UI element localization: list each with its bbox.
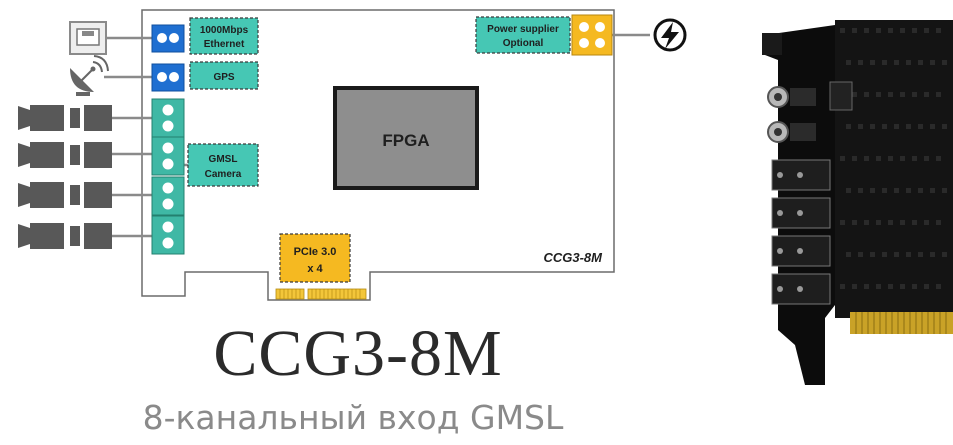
camera-icon-3 <box>18 182 112 208</box>
power-label-line1: Power supplier <box>487 24 559 35</box>
lightning-bolt-icon <box>653 18 687 52</box>
ethernet-connector <box>151 24 185 53</box>
gps-label: GPS <box>189 61 259 90</box>
gmsl-connector-3 <box>151 176 185 216</box>
gmsl-connector-1 <box>151 98 185 138</box>
product-title: CCG3-8M <box>213 317 503 390</box>
ethernet-label-line2: Ethernet <box>204 39 245 50</box>
pcie-label-line1: PCIe 3.0 <box>294 246 337 258</box>
product-subtitle: 8-канальный вход GMSL <box>142 398 564 437</box>
ethernet-label-line1: 1000Mbps <box>200 25 249 36</box>
fpga-chip: FPGA <box>333 86 479 190</box>
ethernet-label: 1000Mbps Ethernet <box>189 17 259 55</box>
ethernet-port-icon <box>69 21 107 55</box>
gmsl-connector-2 <box>151 136 185 176</box>
gps-connector <box>151 63 185 92</box>
gmsl-label-line2: Camera <box>205 169 242 180</box>
power-supplier-label: Power supplier Optional <box>475 16 571 54</box>
power-connector <box>571 14 613 56</box>
satellite-dish-icon <box>70 55 109 96</box>
gps-label-text: GPS <box>213 72 234 83</box>
peripheral-wires <box>104 33 650 238</box>
power-label-line2: Optional <box>503 38 544 49</box>
board-model-label: CCG3-8M <box>543 250 603 265</box>
camera-icon-4 <box>18 223 112 249</box>
gmsl-label-line1: GMSL <box>209 154 238 165</box>
photo-coax-connectors <box>767 81 853 143</box>
pcie-label: PCIe 3.0 x 4 <box>279 233 351 283</box>
camera-icon-2 <box>18 142 112 168</box>
pcie-label-line2: x 4 <box>307 263 323 275</box>
pcie-gold-fingers <box>275 288 367 300</box>
fpga-label: FPGA <box>382 131 429 150</box>
camera-icon-1 <box>18 105 112 131</box>
gmsl-camera-label: GMSL Camera <box>187 143 259 187</box>
gmsl-connector-4 <box>151 215 185 255</box>
product-photo <box>762 20 953 385</box>
